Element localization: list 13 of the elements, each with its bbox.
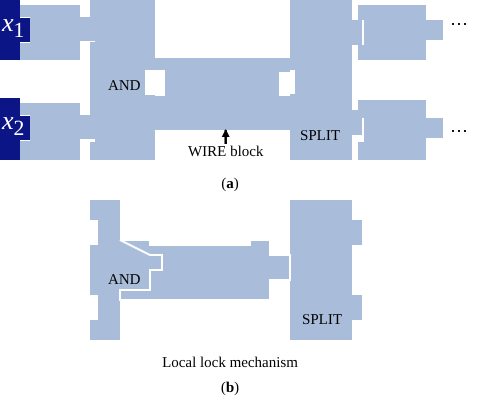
- ellipsis: ⋯: [450, 13, 468, 35]
- arrow: [222, 129, 230, 144]
- variable-label: x$_{2}$: [2, 106, 24, 142]
- block-label: SPLIT: [300, 128, 340, 145]
- ellipsis: ⋯: [450, 120, 468, 142]
- caption-text: Local lock mechanism: [162, 355, 298, 372]
- panel-label: (a): [221, 176, 239, 193]
- block-label: AND: [108, 272, 140, 289]
- block-label: WIRE block: [188, 144, 264, 161]
- panel-label: (b): [220, 380, 240, 397]
- variable-label: x$_{1}$: [2, 8, 24, 44]
- block-label: AND: [108, 78, 140, 95]
- block-label: SPLIT: [302, 312, 342, 329]
